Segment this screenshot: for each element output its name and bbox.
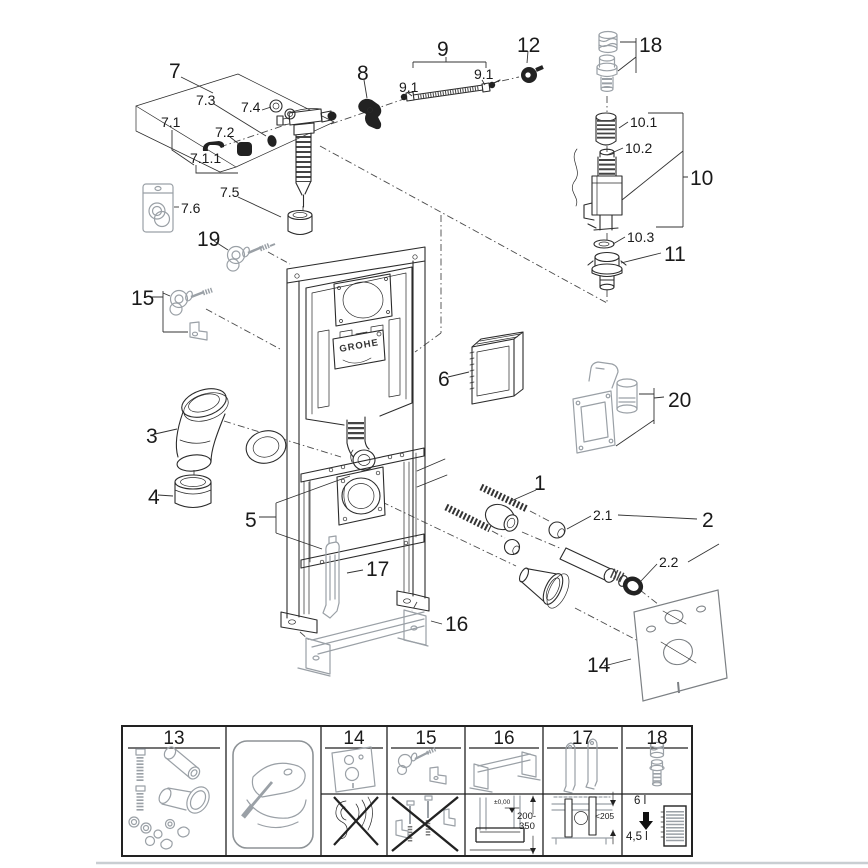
fill-valve-drawing — [202, 99, 337, 236]
callout-8: 8 — [357, 62, 369, 85]
grohe-logo-plate — [332, 329, 386, 370]
callout-10.2: 10.2 — [625, 140, 653, 156]
down-arrow-icon — [639, 812, 653, 830]
callout-10.1: 10.1 — [630, 114, 658, 130]
floor-bracket-drawing — [297, 609, 429, 677]
callout-14: 14 — [587, 654, 611, 677]
callout-10.3: 10.3 — [627, 229, 655, 245]
callout-7.3: 7.3 — [196, 92, 216, 108]
callout-11: 11 — [664, 243, 686, 266]
leader-lines — [152, 38, 720, 667]
table-header-17: 17 — [571, 728, 594, 749]
table-flush-volume-diagram — [639, 805, 687, 847]
connector-nipple-drawing — [521, 65, 544, 83]
screwdriver-icon — [248, 781, 274, 809]
table-insulation-icon — [331, 746, 376, 793]
flush-volume-from-label: 6 l — [634, 795, 647, 807]
table-toilet-illustration — [232, 740, 314, 849]
table-header-14: 14 — [343, 728, 365, 749]
table-header-15: 15 — [415, 728, 437, 749]
cover-plate-set-drawing — [572, 361, 638, 454]
wall-bracket-set-drawing — [169, 287, 213, 341]
callout-9: 9 — [437, 38, 449, 61]
table-support-strap-icon — [563, 738, 598, 794]
table-header-18: 18 — [646, 728, 668, 749]
elbow-71 — [202, 141, 225, 151]
washer-74 — [269, 99, 283, 113]
callout-1: 1 — [534, 472, 546, 495]
table-width-diagram — [551, 791, 616, 845]
callout-4: 4 — [148, 486, 160, 509]
inspection-plug-drawing — [469, 331, 524, 405]
loose-seal-ring — [245, 430, 287, 464]
table-install-depth-diagram — [469, 795, 536, 855]
callout-16: 16 — [445, 613, 469, 636]
callout-7.4: 7.4 — [241, 99, 261, 115]
callout-10: 10 — [690, 167, 714, 190]
table-flow-reducer-icon — [649, 741, 665, 787]
supply-hose-drawing — [400, 79, 501, 102]
tank-icon — [663, 805, 687, 847]
fixing-caps-drawing — [484, 503, 566, 556]
extension-set-drawing — [596, 30, 618, 92]
callout-2: 2 — [702, 509, 714, 532]
callout-6: 6 — [438, 368, 450, 391]
support-strap-drawing — [322, 535, 340, 619]
callout-17: 17 — [366, 558, 390, 581]
callout-7.2: 7.2 — [215, 124, 235, 140]
mounting-frame-drawing: GROHE — [280, 246, 430, 634]
registered-mark-icon — [376, 331, 382, 337]
table-floor-bracket-icon — [469, 751, 541, 793]
valve-cup-75 — [287, 209, 313, 221]
callout-7.1: 7.1 — [161, 114, 181, 130]
callout-19: 19 — [197, 228, 221, 251]
clamp-lever-drawing — [358, 98, 382, 130]
callout-9.1: 9.1 — [474, 66, 494, 82]
parts-table — [121, 725, 693, 857]
inlet-nut — [327, 111, 337, 121]
callout-7.1.1: 7.1.1 — [190, 150, 222, 166]
connector-sleeve-drawing — [174, 474, 212, 509]
table-wall-bracket-icon — [396, 747, 447, 785]
seal-ring-22 — [622, 576, 644, 596]
assembly-axis-lines — [193, 76, 669, 647]
nut-72 — [237, 142, 252, 156]
table-header-13: 13 — [163, 728, 185, 749]
part7-carton-outline — [135, 73, 335, 173]
service-kit-bag-drawing — [142, 183, 174, 233]
callout-3: 3 — [146, 425, 158, 448]
wall-anchor-drawing — [226, 242, 276, 272]
callout-20: 20 — [668, 389, 692, 412]
cone-73 — [267, 135, 277, 147]
callout-7.6: 7.6 — [181, 200, 201, 216]
callout-2.1: 2.1 — [593, 507, 613, 523]
threaded-rods-drawing — [416, 458, 529, 533]
flush-volume-to-label: 4,5 l — [626, 831, 648, 843]
callout-9.1: 9.1 — [399, 79, 419, 95]
table-fixing-set-icon — [128, 746, 210, 850]
callout-12: 12 — [517, 34, 541, 57]
callout-7: 7 — [169, 60, 181, 83]
datum-level-label: ±0,00 — [494, 799, 511, 806]
flush-valve-drawing — [571, 112, 627, 291]
table-no-other-fixings-icon — [391, 795, 459, 852]
sound-insulation-mat-drawing — [633, 589, 728, 702]
callout-15: 15 — [131, 287, 155, 310]
outlet-pipe-drawing — [518, 547, 644, 609]
depth-range-top-label: 200- — [517, 811, 537, 822]
depth-range-bottom-label: 350 — [519, 821, 535, 832]
cross-out-icon — [333, 796, 379, 846]
outlet-11 — [594, 251, 620, 263]
flush-bend-pipe-drawing — [175, 388, 287, 472]
callout-2.2: 2.2 — [659, 554, 679, 570]
table-header-16: 16 — [493, 728, 515, 749]
callout-7.5: 7.5 — [220, 184, 240, 200]
callout-5: 5 — [245, 509, 257, 532]
max-width-label: <205 — [595, 811, 615, 821]
table-noise-protection-icon — [333, 796, 379, 846]
callout-18: 18 — [639, 34, 663, 57]
seal-103 — [593, 239, 615, 249]
